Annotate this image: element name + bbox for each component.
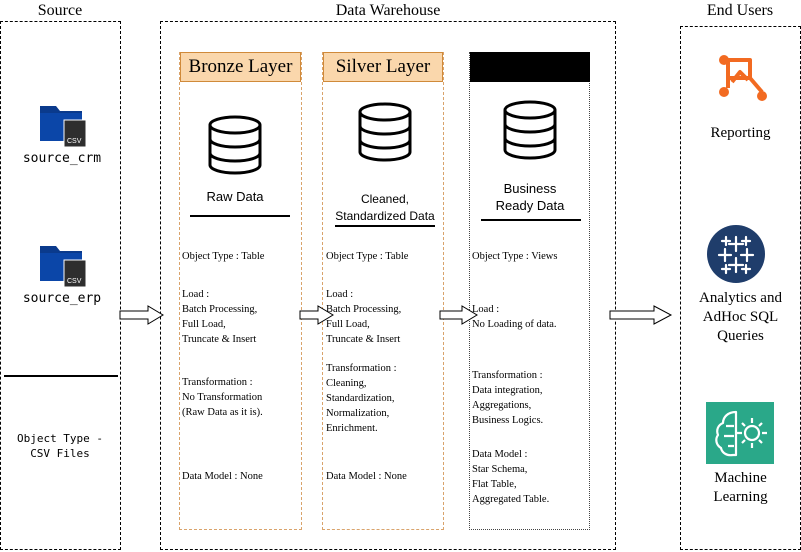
silver-transformation: Transformation : Cleaning, Standardizati…: [326, 363, 397, 434]
gold-load: Load : No Loading of data.: [472, 304, 557, 330]
flow-arrow-bronze-to-silver: [299, 305, 334, 325]
flow-arrow-silver-to-gold: [439, 305, 478, 325]
csv-badge: CSV: [67, 278, 82, 285]
bronze-data-model: Data Model : None: [182, 471, 263, 482]
bronze-load: Load : Batch Processing, Full Load, Trun…: [182, 289, 258, 345]
database-icon: [503, 100, 557, 160]
gold-transformation: Transformation : Data integration, Aggre…: [472, 370, 544, 426]
source-container: [0, 21, 121, 550]
gold-subtitle: Business Ready Data: [495, 181, 565, 213]
csv-folder-icon: CSV: [40, 106, 87, 148]
gold-underline: [481, 219, 581, 221]
tableau-icon: [707, 225, 765, 283]
ml-label: Machine Learning: [713, 470, 768, 505]
gold-object-type: Object Type : Views: [472, 251, 558, 262]
gold-layer-title: [470, 52, 590, 82]
warehouse-section-title: Data Warehouse: [335, 2, 441, 19]
database-icon: [358, 102, 412, 162]
analytics-label: Analytics and AdHoc SQL Queries: [699, 290, 782, 344]
silver-layer-title: Silver Layer: [323, 52, 443, 82]
silver-data-model: Data Model : None: [326, 471, 407, 482]
silver-subtitle: Cleaned, Standardized Data: [335, 192, 435, 223]
csv-folder-icon: CSV: [40, 246, 87, 288]
ml-brain-icon: [706, 402, 774, 464]
silver-object-type: Object Type : Table: [326, 251, 409, 262]
bronze-subtitle: Raw Data: [206, 189, 264, 204]
flow-arrow-warehouse-to-users: [609, 305, 673, 325]
bronze-layer-title: Bronze Layer: [180, 52, 301, 82]
silver-load: Load : Batch Processing, Full Load, Trun…: [326, 289, 402, 345]
bronze-transformation: Transformation : No Transformation (Raw …: [182, 377, 263, 418]
reporting-label: Reporting: [710, 125, 771, 141]
csv-badge: CSV: [67, 138, 82, 145]
source-erp-file: CSV: [38, 240, 88, 290]
gold-data-model: Data Model : Star Schema, Flat Table, Ag…: [472, 449, 550, 505]
source-divider: [4, 375, 118, 377]
source-crm-label: source_crm: [22, 151, 102, 166]
source-erp-label: source_erp: [22, 291, 102, 306]
source-crm-file: CSV: [38, 100, 88, 150]
source-section-title: Source: [37, 2, 83, 19]
end-users-section-title: End Users: [706, 2, 774, 19]
reporting-icon: [719, 55, 767, 101]
bronze-underline: [190, 215, 290, 217]
warehouse-container: [160, 21, 616, 550]
database-icon: [208, 115, 262, 175]
bronze-object-type: Object Type : Table: [182, 251, 265, 262]
flow-arrow-source-to-bronze: [119, 305, 164, 325]
silver-underline: [335, 225, 435, 227]
source-object-type: Object Type - CSV Files: [16, 432, 104, 460]
